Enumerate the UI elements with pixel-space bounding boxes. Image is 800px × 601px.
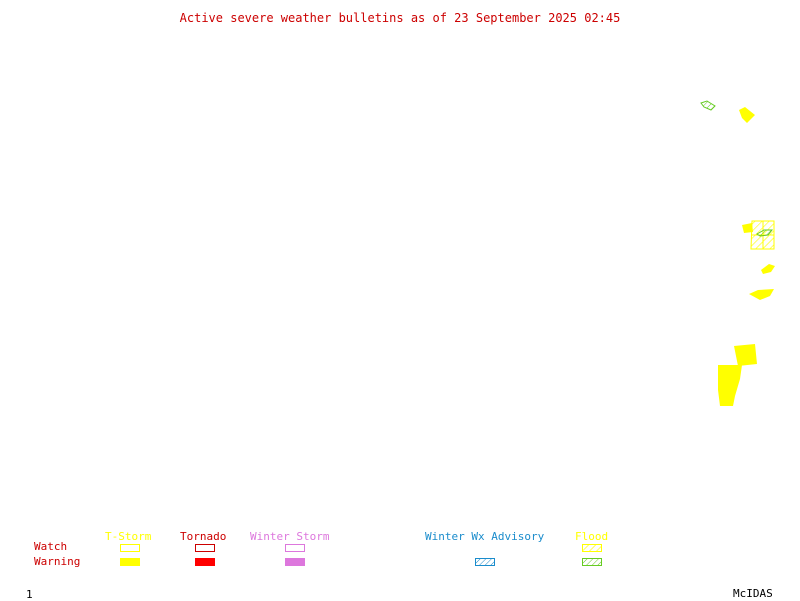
legend-col-tstorm: T-Storm xyxy=(105,530,152,543)
flood-watch-swatch xyxy=(582,544,602,552)
flood-advisory-area xyxy=(700,100,716,111)
legend-col-tornado: Tornado xyxy=(180,530,227,543)
tstorm-watch-swatch xyxy=(120,544,140,552)
legend-col-flood: Flood xyxy=(575,530,609,543)
flood-advisory-swatch xyxy=(582,558,602,566)
winter-storm-warning-swatch xyxy=(285,558,305,566)
legend-row-watch: Watch xyxy=(34,540,68,553)
map-title: Active severe weather bulletins as of 23… xyxy=(179,11,621,25)
tstorm-warning-area xyxy=(749,289,774,300)
winter-advisory-swatch xyxy=(475,558,495,566)
tornado-warning-swatch xyxy=(195,558,215,566)
tstorm-warning-area xyxy=(739,107,755,123)
tstorm-warning-area xyxy=(718,365,742,406)
winter-storm-watch-swatch xyxy=(285,544,305,552)
legend-col-winter-advisory: Winter Wx Advisory xyxy=(425,530,545,543)
frame-number: 1 xyxy=(26,588,33,601)
tstorm-warning-swatch xyxy=(120,558,140,566)
mcidas-credit: McIDAS xyxy=(733,587,773,600)
flood-advisory-area xyxy=(756,229,774,237)
tstorm-warning-area xyxy=(734,344,757,366)
legend-col-winter-storm: Winter Storm xyxy=(250,530,330,543)
tornado-watch-swatch xyxy=(195,544,215,552)
tstorm-warning-area xyxy=(742,223,753,233)
legend-row-warning: Warning xyxy=(34,555,81,568)
tstorm-warning-area xyxy=(761,264,775,274)
